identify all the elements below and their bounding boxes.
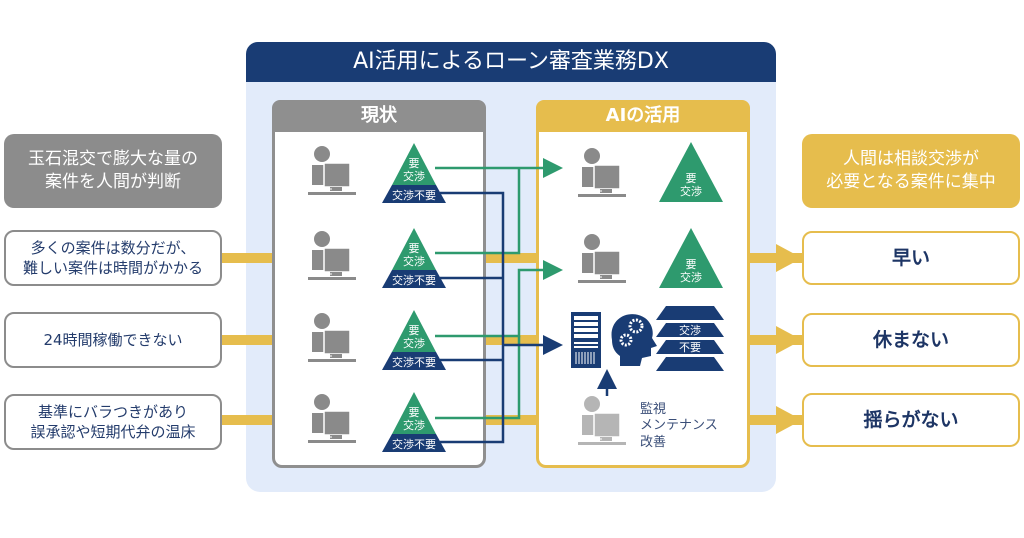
no-negotiation-segment (382, 185, 446, 203)
triangle-top-label: 交渉 (403, 418, 425, 432)
maintenance-line: 改善 (640, 434, 667, 450)
maintenance-label: 監視 メンテナンス 改善 (640, 402, 718, 451)
no-negotiation-segment (382, 352, 446, 370)
right-header-line: 必要となる案件に集中 (826, 172, 996, 192)
problem-text: 誤承認や短期代弁の温床 (30, 423, 196, 441)
maintenance-line: メンテナンス (640, 418, 718, 434)
yellow-arrow-3 (776, 406, 802, 434)
server-rack-icon (571, 312, 601, 368)
ai-triangle-2 (659, 228, 723, 288)
ai-tri-2-line2: 交渉 (680, 270, 702, 284)
benefit-box-fast: 早い (802, 231, 1020, 285)
triangle-top-label: 交渉 (403, 254, 425, 268)
problem-text: 多くの案件は数分だが、 (30, 238, 196, 257)
person-at-computer-icon (307, 312, 357, 363)
no-negotiation-segment (382, 270, 446, 288)
triangle-bottom-label: 交渉不要 (392, 437, 436, 451)
triangle-bottom-label: 交渉不要 (392, 355, 436, 369)
needs-negotiation-segment (392, 310, 436, 352)
triangle-bottom-label: 交渉不要 (392, 188, 436, 202)
no-negotiation-segment (382, 434, 446, 452)
ai-tri-1-line1: 要 (686, 172, 697, 185)
navy-route-main (440, 191, 505, 418)
connector-bar-1 (222, 253, 802, 263)
ai-triangle-1 (659, 142, 723, 202)
triangle-top-label: 要 (409, 242, 420, 255)
ai-column-header: AIの活用 (536, 100, 750, 132)
navy-route-4 (440, 418, 505, 444)
person-at-computer-icon (577, 147, 627, 198)
current-column-header: 現状 (272, 100, 486, 132)
maintenance-person-icon (577, 395, 627, 446)
ai-tri-2-line1: 要 (686, 258, 697, 271)
maintenance-line: 監視 (640, 402, 667, 417)
benefit-box-nonstop: 休まない (802, 313, 1020, 367)
problem-text: 基準にバラつきがあり (37, 402, 188, 421)
triangle-top-label: 交渉 (403, 336, 425, 350)
head-gears-icon (611, 314, 657, 366)
problem-text: 難しい案件は時間がかかる (22, 259, 203, 277)
problem-box-2: 24時間稼働できない (4, 312, 222, 368)
triangle-top-label: 要 (409, 324, 420, 337)
needs-negotiation-segment (392, 392, 436, 434)
needs-negotiation-segment (392, 228, 436, 270)
green-route-3 (435, 260, 563, 338)
person-at-computer-icon (307, 393, 357, 444)
connector-bar-3 (222, 415, 802, 425)
stack-label-line2: 不要 (679, 341, 701, 354)
yellow-arrow-1 (776, 244, 802, 272)
stack-label-line1: 交渉 (679, 323, 701, 337)
benefit-box-consistent: 揺らがない (802, 393, 1020, 447)
needs-negotiation-segment (392, 143, 436, 185)
person-at-computer-icon (307, 230, 357, 281)
triangle-bottom-label: 交渉不要 (392, 273, 436, 287)
right-header: 人間は相談交渉が必要となる案件に集中 (802, 134, 1020, 208)
ai-tri-1-line2: 交渉 (680, 184, 702, 198)
triangle-top-label: 要 (409, 406, 420, 419)
person-at-computer-icon (307, 145, 357, 196)
left-header-line: 案件を人間が判断 (45, 172, 181, 192)
person-at-computer-icon (577, 233, 627, 284)
left-header: 玉石混交で膨大な量の案件を人間が判断 (4, 134, 222, 208)
problem-text: 24時間稼働できない (43, 330, 183, 349)
negotiation-unneeded-stack (656, 306, 724, 371)
connector-bar-2 (222, 335, 802, 345)
yellow-arrow-2 (776, 326, 802, 354)
green-route-4 (435, 336, 521, 420)
current-column: 現状 (272, 100, 486, 468)
triangle-top-label: 交渉 (403, 169, 425, 183)
right-header-line: 人間は相談交渉が (843, 149, 979, 170)
diagram-title: AI活用によるローン審査業務DX (246, 42, 776, 82)
problem-box-3: 基準にバラつきがあり誤承認や短期代弁の温床 (4, 394, 222, 450)
triangle-top-label: 要 (409, 157, 420, 170)
left-header-line: 玉石混交で膨大な量の (28, 149, 198, 170)
green-route-2 (435, 168, 521, 255)
problem-box-1: 多くの案件は数分だが、難しい案件は時間がかかる (4, 230, 222, 286)
